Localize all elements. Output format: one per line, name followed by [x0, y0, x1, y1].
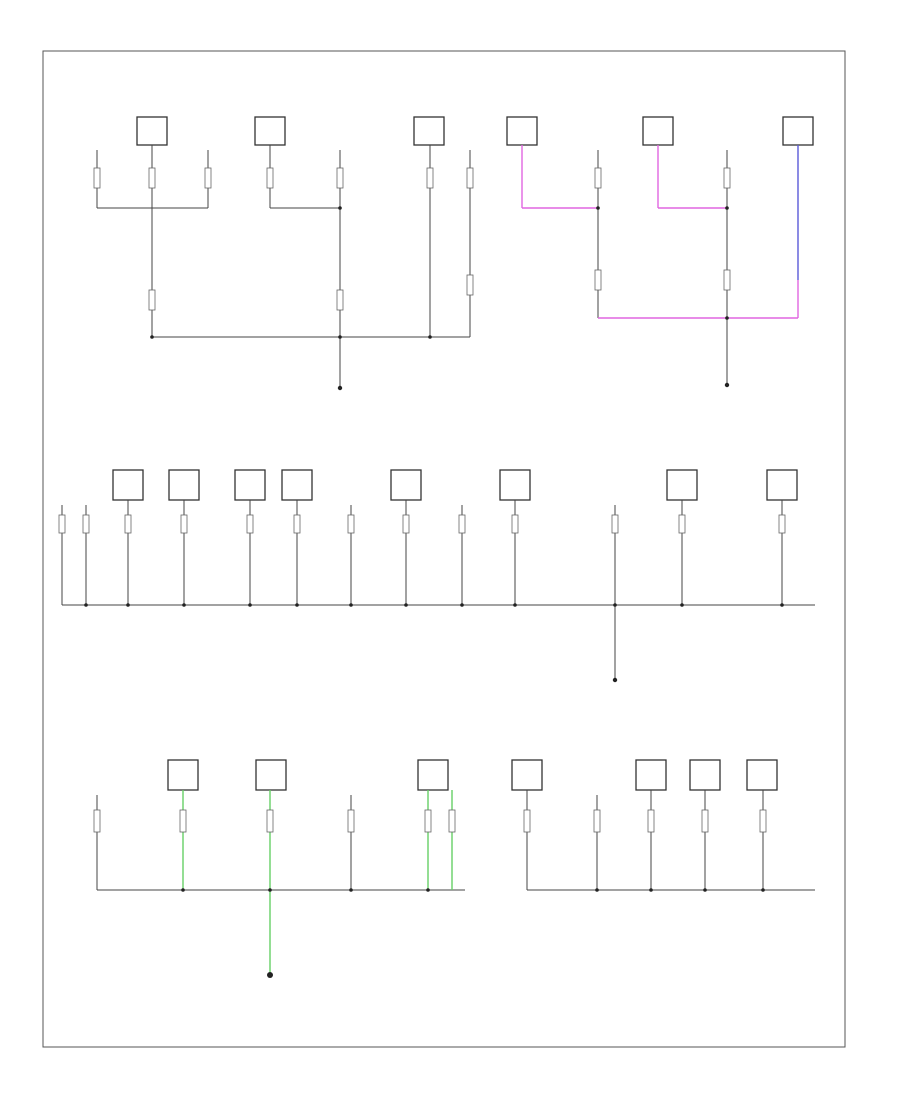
component-box: [254, 116, 286, 146]
ground-point: [267, 972, 273, 978]
component-box: [136, 116, 168, 146]
component-box: [499, 469, 531, 501]
component-box: [255, 759, 287, 791]
component-box: [782, 116, 814, 146]
component-box: [689, 759, 721, 791]
component-box: [413, 116, 445, 146]
component-box: [506, 116, 538, 146]
section-2: [58, 469, 815, 683]
component-box: [511, 759, 543, 791]
diagram-frame: [42, 50, 846, 1048]
component-box: [642, 116, 674, 146]
component-box: [766, 469, 798, 501]
component-box: [666, 469, 698, 501]
component-box: [635, 759, 667, 791]
component-box: [281, 469, 313, 501]
section-1: [93, 116, 814, 391]
component-box: [168, 469, 200, 501]
section-3: [93, 759, 815, 978]
component-box: [234, 469, 266, 501]
component-box: [746, 759, 778, 791]
component-box: [417, 759, 449, 791]
component-box: [167, 759, 199, 791]
component-box: [112, 469, 144, 501]
component-box: [390, 469, 422, 501]
